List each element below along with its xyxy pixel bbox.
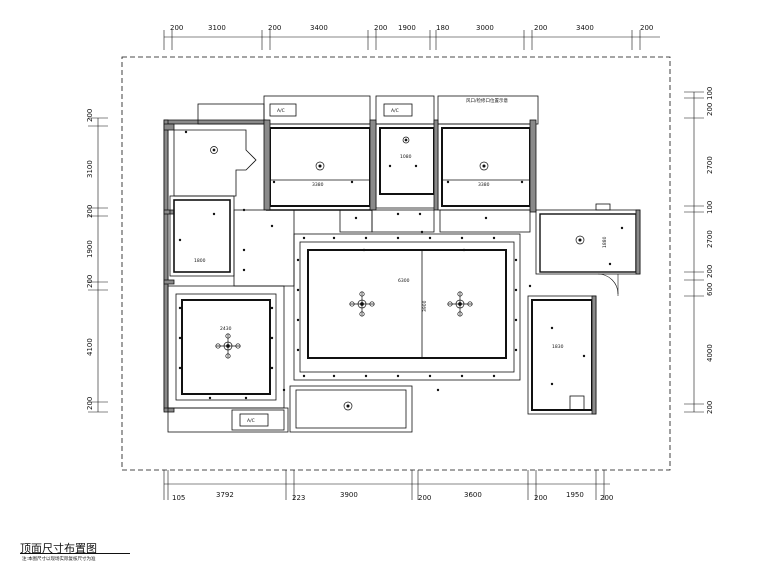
right-dim-1: 100	[706, 87, 714, 100]
title-underline	[20, 553, 130, 554]
top-dim-2: 3100	[208, 24, 226, 32]
room-width-closet: 1080	[400, 154, 412, 160]
room-width-right: 1830	[552, 344, 564, 350]
top-dimension-chain	[163, 30, 660, 50]
right-dim-8: 4000	[706, 344, 714, 362]
right-dim-9: 200	[706, 401, 714, 414]
left-dim-6: 4100	[86, 338, 94, 356]
bottom-dim-9: 200	[600, 494, 613, 502]
chandelier-living-right	[447, 291, 473, 317]
left-dim-2: 3100	[86, 160, 94, 178]
top-dim-3: 200	[268, 24, 281, 32]
top-dim-10: 3400	[576, 24, 594, 32]
top-dim-9: 200	[534, 24, 547, 32]
drawing-title: 顶面尺寸布置图	[20, 542, 97, 555]
drawing-subtitle: 注:本图尺寸以现场实际复核尺寸为准	[22, 557, 96, 562]
right-dim-4: 100	[706, 201, 714, 214]
left-dim-7: 200	[86, 397, 94, 410]
ac-label-2: A/C	[391, 108, 399, 114]
chandelier-dining	[215, 333, 241, 359]
room-width-living: 6300	[398, 278, 410, 284]
bottom-dim-5: 200	[418, 494, 431, 502]
floor-plan	[163, 95, 641, 433]
ac-label-1: A/C	[277, 108, 285, 114]
bottom-dim-4: 3900	[340, 491, 358, 499]
top-dim-6: 1900	[398, 24, 416, 32]
bottom-dim-2: 3792	[216, 491, 234, 499]
site-boundary	[121, 56, 671, 471]
left-dim-5: 200	[86, 275, 94, 288]
bottom-dimension-chain	[163, 470, 610, 500]
top-annotation: 风口/检修口位置示意	[466, 97, 509, 104]
downlights	[178, 130, 624, 400]
right-dim-5: 2700	[706, 230, 714, 248]
right-dimension-chain	[684, 91, 704, 413]
left-dim-4: 1900	[86, 240, 94, 258]
top-dim-8: 3000	[476, 24, 494, 32]
right-dim-7: 600	[706, 283, 714, 296]
bottom-dim-7: 200	[534, 494, 547, 502]
bottom-dim-3: 223	[292, 494, 305, 502]
room-width-kitchen: 1800	[194, 258, 206, 264]
right-dim-2: 200	[706, 103, 714, 116]
right-dim-6: 200	[706, 265, 714, 278]
room-width-bedroom1: 3380	[312, 182, 324, 188]
top-dim-5: 200	[374, 24, 387, 32]
right-dim-3: 2700	[706, 156, 714, 174]
room-height-living: 3900	[422, 300, 428, 312]
bottom-dim-6: 3600	[464, 491, 482, 499]
top-dim-11: 200	[640, 24, 653, 32]
left-dim-1: 200	[86, 109, 94, 122]
room-width-dining: 2430	[220, 326, 232, 332]
top-dim-7: 180	[436, 24, 449, 32]
bottom-dim-1: 105	[172, 494, 185, 502]
top-dim-4: 3400	[310, 24, 328, 32]
ceiling-fixtures	[210, 136, 585, 411]
bottom-dim-8: 1950	[566, 491, 584, 499]
room-height-bath: 1880	[602, 236, 608, 248]
left-dimension-chain	[88, 117, 108, 413]
chandelier-living-left	[349, 291, 375, 317]
ac-label-3: A/C	[247, 418, 255, 424]
top-dim-1: 200	[170, 24, 183, 32]
left-dim-3: 200	[86, 205, 94, 218]
room-width-bedroom2: 3380	[478, 182, 490, 188]
